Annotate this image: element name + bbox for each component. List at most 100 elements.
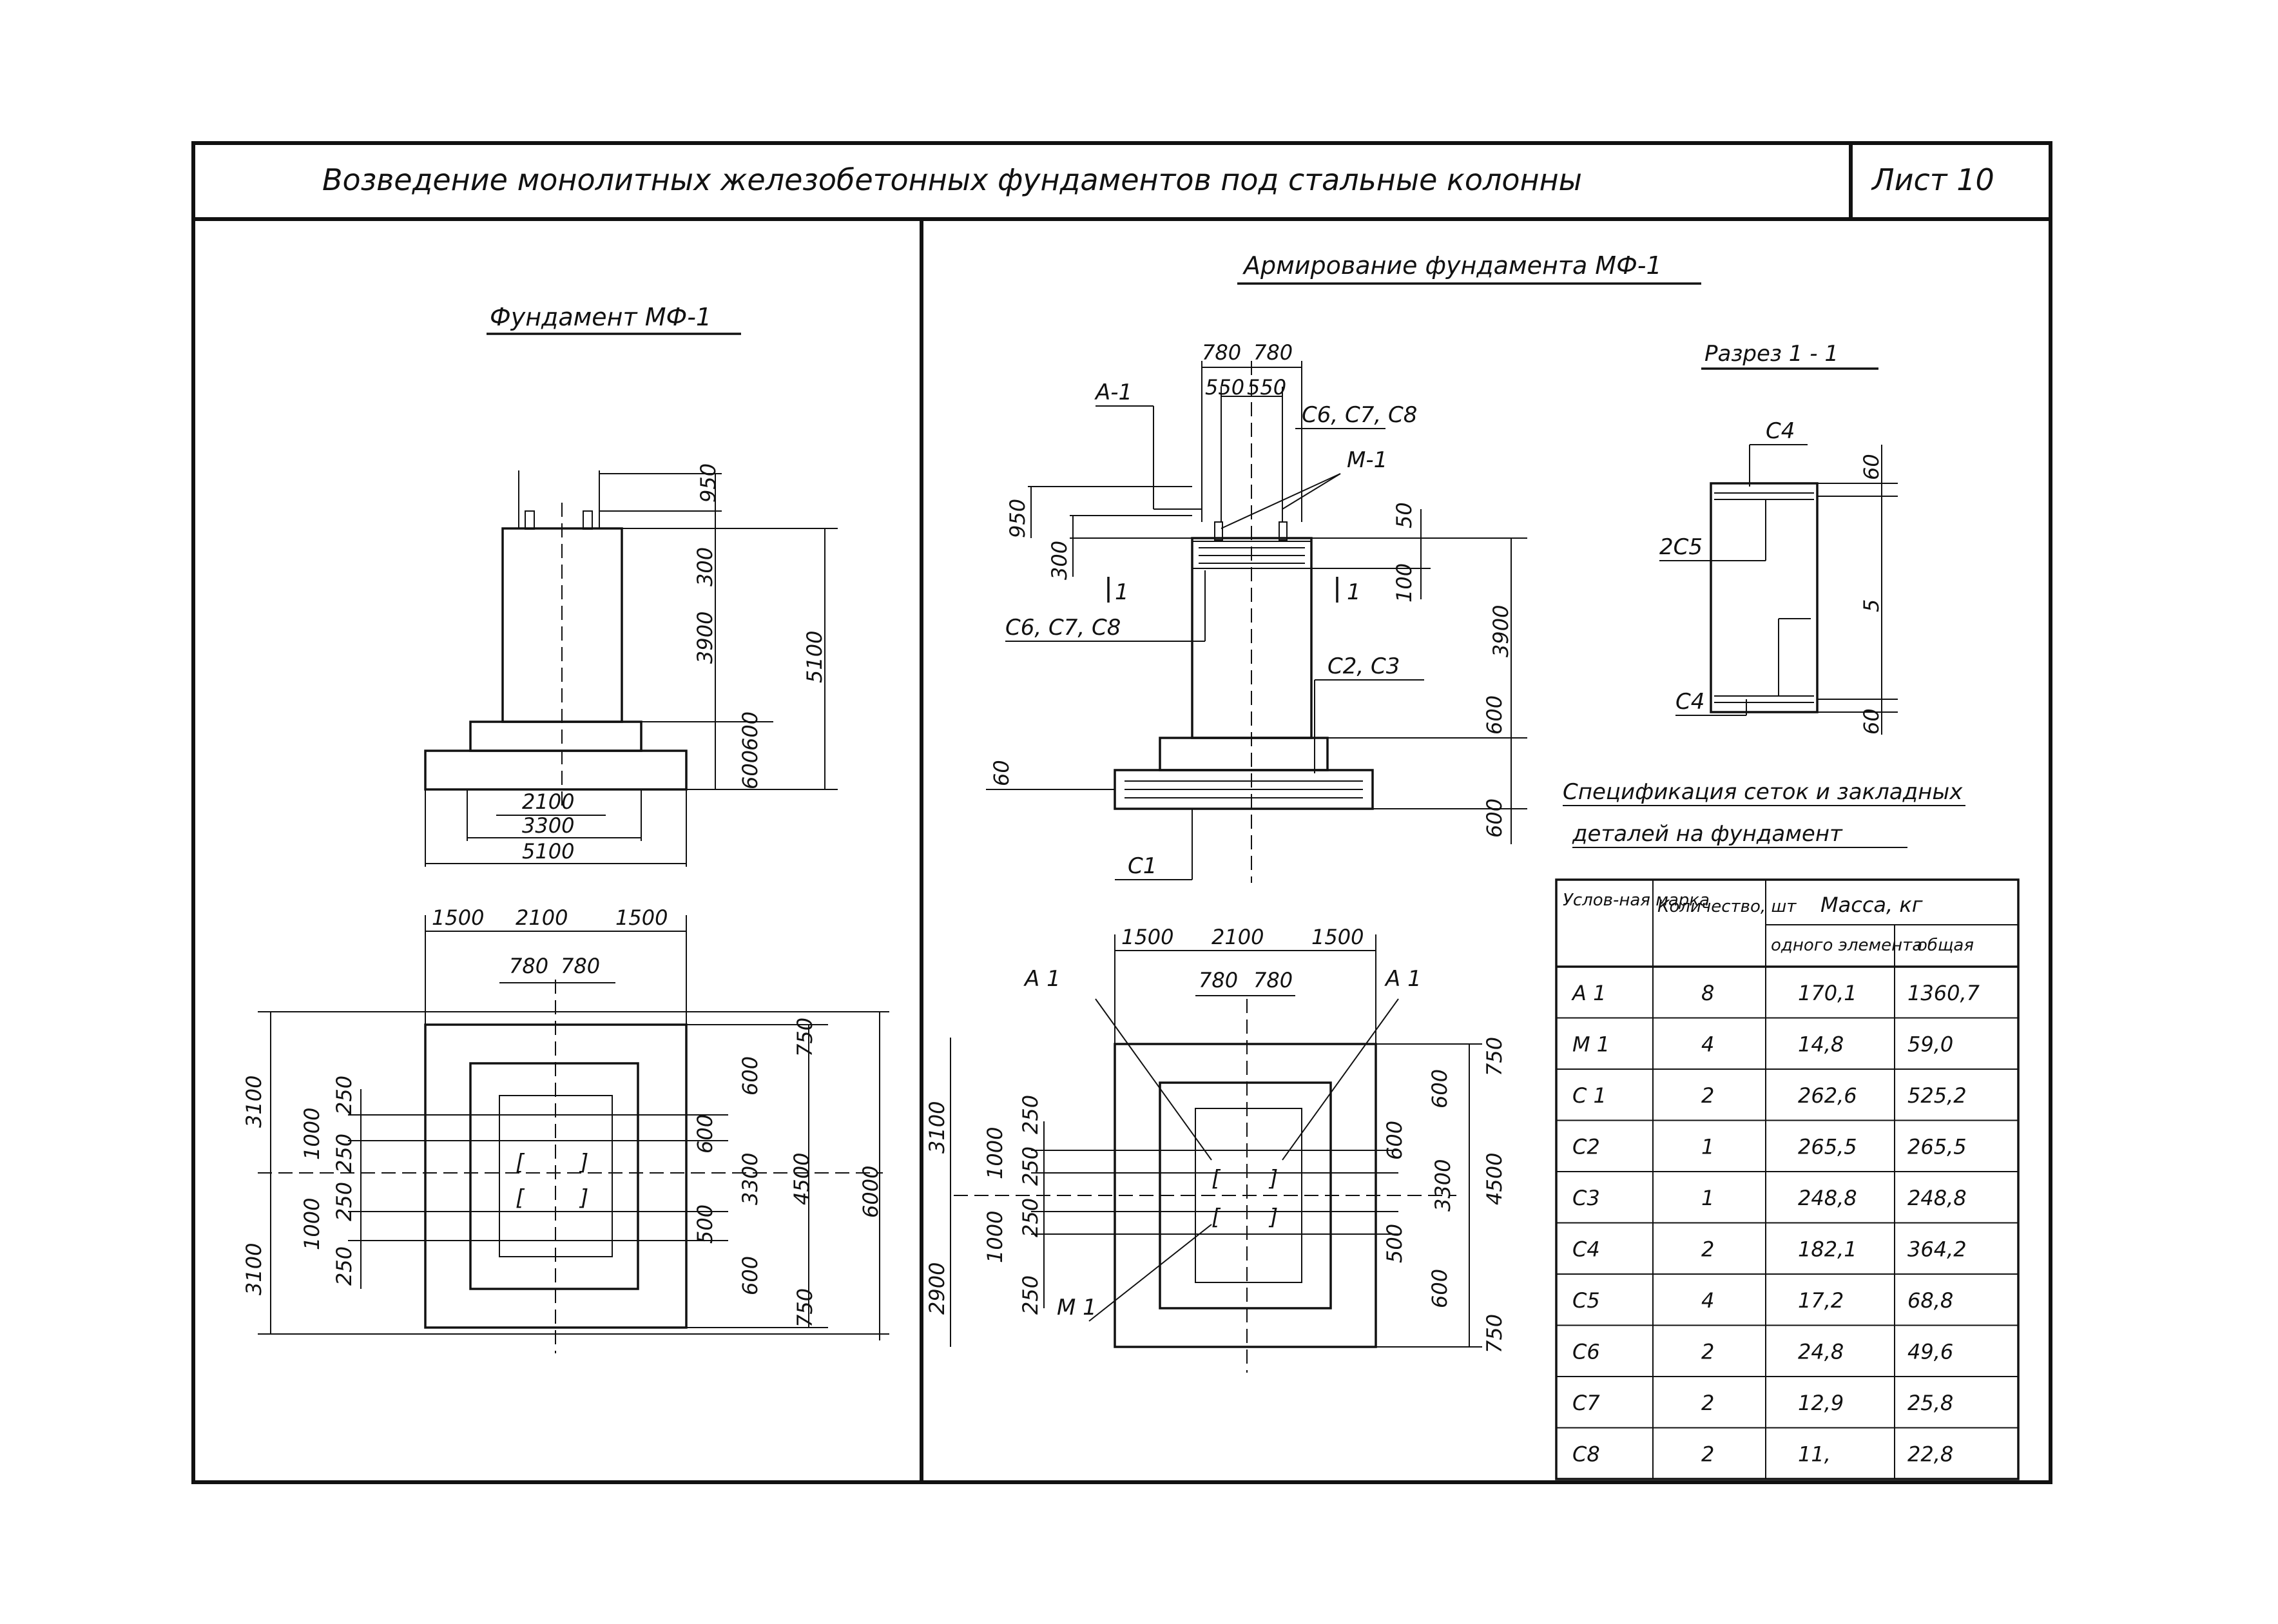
- section-dim-60a: 60: [1859, 454, 1884, 480]
- spec-cell-qty: 4: [1701, 1288, 1714, 1313]
- plan-left-3100a: 3100: [242, 1076, 266, 1128]
- foundation-plan: [ ] [ ] 1500 2100 1500 780 780 750 600 6…: [242, 905, 889, 1353]
- spec-cell-qty: 8: [1701, 981, 1714, 1005]
- rf-left-950: 950: [1005, 499, 1030, 538]
- plan-bracket-4: ]: [579, 1185, 588, 1211]
- rf-label-c678b: С6, С7, С8: [1005, 615, 1121, 641]
- rf-label-m1: М-1: [1347, 447, 1387, 473]
- spec-col-mark: Услов-ная марка: [1563, 891, 1710, 910]
- rf-left-300: 300: [1047, 541, 1072, 580]
- rplan-left-250c: 250: [1018, 1198, 1043, 1237]
- plan-right-3300: 3300: [738, 1153, 762, 1205]
- section-dim-60b: 60: [1859, 708, 1884, 735]
- reinforcement-elevation: 780 780 550 550 950 300 50 100 3900 600 …: [986, 340, 1527, 883]
- spec-cell-qty: 2: [1701, 1442, 1714, 1467]
- foundation-elevation: 950 300 3900 5100 600 600 2100 3300 5100: [424, 463, 838, 867]
- spec-col-total: общая: [1917, 936, 1974, 955]
- spec-cell-mark: С7: [1572, 1391, 1600, 1415]
- spec-cell-one: 14,8: [1798, 1032, 1844, 1057]
- rplan-left-1000b: 1000: [983, 1211, 1007, 1263]
- elev-hdim-3300: 3300: [522, 813, 574, 838]
- rplan-top-780b: 780: [1253, 968, 1293, 992]
- spec-cell-total: 1360,7: [1907, 981, 1980, 1005]
- rplan-label-m1: М 1: [1057, 1295, 1097, 1320]
- spec-cell-qty: 1: [1701, 1186, 1714, 1210]
- spec-cell-mark: А 1: [1571, 981, 1606, 1005]
- section-heading: Разрез 1 - 1: [1704, 341, 1839, 367]
- rplan-right-750b: 750: [1482, 1314, 1507, 1353]
- plan-top-2100: 2100: [516, 905, 568, 930]
- spec-cell-total: 248,8: [1907, 1186, 1967, 1210]
- rplan-left-2900: 2900: [925, 1262, 949, 1315]
- spec-cell-qty: 2: [1701, 1083, 1714, 1108]
- rf-section-mark2: 1: [1347, 579, 1361, 605]
- rplan-left-1000a: 1000: [983, 1127, 1007, 1179]
- rplan-bracket-1: [: [1211, 1166, 1221, 1192]
- plan-left-250c: 250: [332, 1182, 356, 1221]
- spec-cell-total: 68,8: [1907, 1288, 1953, 1313]
- spec-cell-total: 22,8: [1907, 1442, 1953, 1467]
- plan-top-1500a: 1500: [432, 905, 484, 930]
- spec-table: Спецификация сеток и закладных деталей н…: [1555, 779, 2020, 1480]
- spec-cell-mark: С6: [1572, 1340, 1600, 1364]
- rplan-left-250a: 250: [1018, 1095, 1043, 1134]
- plan-right-600c: 600: [738, 1256, 762, 1295]
- rplan-top-2100: 2100: [1211, 925, 1264, 949]
- sheet-number: Лист 10: [1871, 162, 1994, 197]
- rf-label-c678: С6, С7, С8: [1302, 402, 1417, 428]
- plan-left-3100b: 3100: [242, 1243, 266, 1295]
- spec-cell-mark: М 1: [1572, 1032, 1610, 1057]
- rf-top-550b: 550: [1247, 375, 1286, 400]
- elev-dim-600b: 600: [738, 750, 762, 789]
- spec-col-qty: Количество, шт: [1657, 897, 1797, 916]
- spec-cell-mark: С5: [1572, 1288, 1600, 1313]
- left-heading: Фундамент МФ-1: [490, 303, 711, 331]
- section-c4-bot: С4: [1675, 689, 1704, 715]
- rf-right-600b: 600: [1482, 798, 1507, 838]
- rplan-bracket-2: ]: [1268, 1166, 1278, 1192]
- spec-heading-1: Спецификация сеток и закладных: [1563, 779, 1963, 805]
- plan-left-1000b: 1000: [300, 1198, 324, 1250]
- plan-right-500: 500: [693, 1204, 717, 1244]
- plan-right-750b: 750: [793, 1288, 817, 1328]
- rplan-right-600a: 600: [1427, 1069, 1452, 1108]
- rplan-top-1500b: 1500: [1311, 925, 1364, 949]
- rf-section-mark: 1: [1115, 579, 1129, 605]
- spec-cell-total: 49,6: [1907, 1340, 1953, 1364]
- spec-col-mass: Масса, кг: [1820, 893, 1923, 917]
- spec-cell-one: 17,2: [1798, 1288, 1844, 1313]
- section-1-1: Разрез 1 - 1 С4 2С5 С4 60 5: [1659, 341, 1898, 735]
- elev-dim-300: 300: [693, 547, 717, 586]
- rplan-left-250b: 250: [1018, 1146, 1043, 1186]
- plan-bracket-1: [: [516, 1150, 525, 1175]
- rplan-left-3100: 3100: [925, 1101, 949, 1154]
- spec-cell-one: 170,1: [1798, 981, 1857, 1005]
- rf-base-60: 60: [989, 760, 1014, 786]
- spec-cell-mark: С 1: [1572, 1083, 1607, 1108]
- plan-top-1500b: 1500: [615, 905, 668, 930]
- spec-cell-qty: 2: [1701, 1340, 1714, 1364]
- spec-cell-qty: 2: [1701, 1237, 1714, 1262]
- elev-hdim-2100: 2100: [522, 789, 574, 814]
- spec-cell-qty: 4: [1701, 1032, 1714, 1057]
- spec-heading-2: деталей на фундамент: [1572, 821, 1843, 847]
- elev-dim-3900: 3900: [693, 612, 717, 664]
- rplan-label-a1-right: А 1: [1384, 966, 1422, 992]
- spec-row: С5 4 17,2 68,8: [1556, 1273, 2018, 1313]
- rf-label-a1: А-1: [1094, 380, 1132, 405]
- rf-label-c1: С1: [1128, 853, 1157, 879]
- elev-hdim-5100: 5100: [522, 839, 574, 864]
- rplan-bracket-3: [: [1211, 1204, 1221, 1230]
- plan-right-600b: 600: [693, 1114, 717, 1154]
- plan-left-250d: 250: [332, 1246, 356, 1286]
- section-dim-5: 5: [1859, 599, 1884, 612]
- right-heading: Армирование фундамента МФ-1: [1242, 251, 1662, 280]
